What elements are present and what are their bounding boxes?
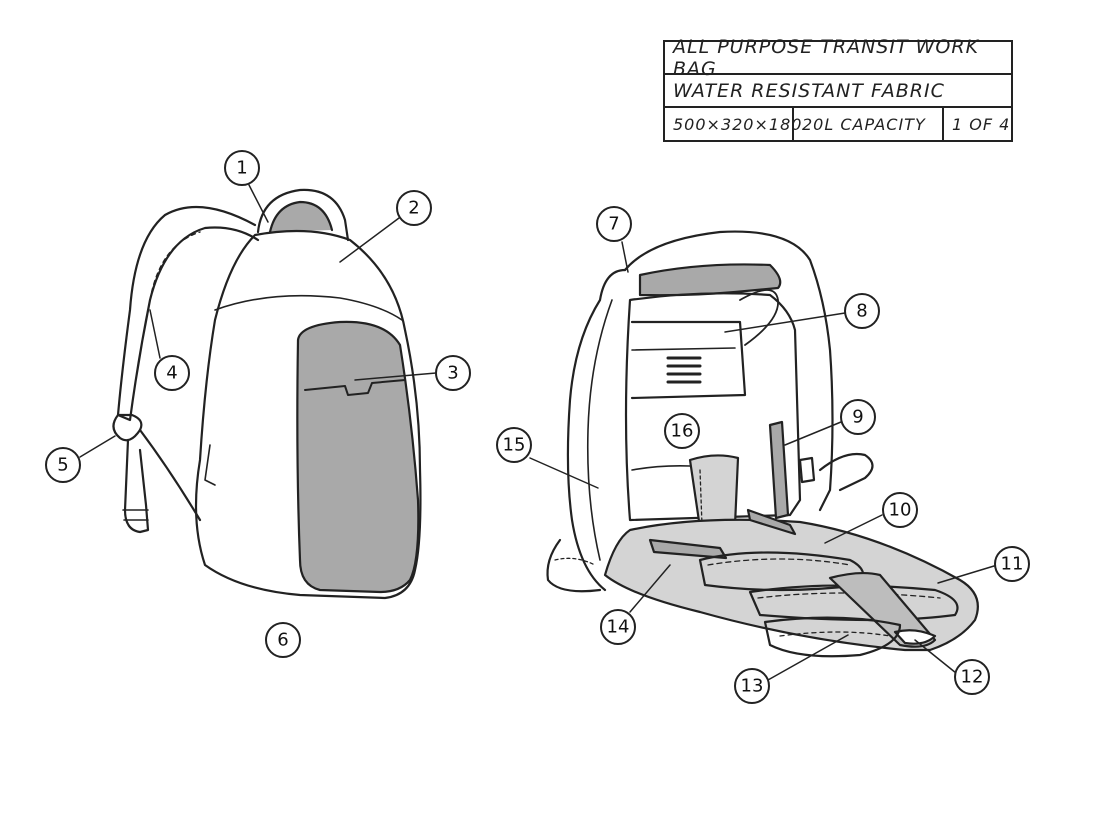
internal-cord [739,289,779,346]
svg-text:5: 5 [57,455,68,476]
callout-6: 6 [265,622,301,658]
pen-pocket [688,454,740,530]
leader-12 [914,639,957,674]
lid-outer [623,230,834,512]
leader-13 [767,634,849,681]
svg-text:15: 15 [503,435,526,456]
lower-strap [138,428,202,522]
callout-5: 5 [45,447,81,483]
leader-15 [529,457,599,489]
svg-text:6: 6 [277,630,288,651]
bottom-pocket [763,616,902,658]
callout-13: 13 [734,668,770,704]
strap-stitching [149,231,201,301]
callout-12: 12 [954,659,990,695]
side-wall-inner [586,299,613,561]
callout-3: 3 [435,355,471,391]
svg-text:8: 8 [856,301,867,322]
strap-webbing [123,438,150,534]
callout-1: 1 [224,150,260,186]
shoulder-strap-right [818,452,874,492]
callout-11: 11 [994,546,1030,582]
open-backpack [546,230,979,658]
leader-8 [724,312,846,333]
side-clip [798,456,816,484]
pocket-zipper [631,347,736,351]
leader-2 [339,217,400,263]
sleeve-stitch [707,558,851,566]
leader-4 [149,309,161,359]
svg-text:16: 16 [671,421,694,442]
callout-4: 4 [154,355,190,391]
inner-cavity [624,292,802,522]
leader-14 [629,564,671,613]
strap-loop [122,509,149,521]
spec-capacity: 20L CAPACITY [794,108,944,141]
callouts: 1 2 3 4 5 6 7 [45,150,1030,704]
title-block: ALL PURPOSE TRANSIT WORK BAG WATER RESIS… [663,36,1013,142]
svg-text:9: 9 [852,407,863,428]
bottom-pocket-stitch [779,631,891,637]
leader-9 [784,421,842,446]
pen-pocket-stitch [699,469,703,526]
title-line-specs: 500×320×180 20L CAPACITY 1 OF 4 [665,108,1011,141]
callout-9: 9 [840,399,876,435]
velcro-strap [828,571,937,648]
title-line-material: WATER RESISTANT FABRIC [665,75,1011,108]
tablet-stitch [757,592,941,599]
mesh-pocket-edge [631,465,691,471]
tablet-sleeve [748,584,959,622]
callout-16: 16 [664,413,700,449]
callout-8: 8 [844,293,880,329]
hidden-zipper [304,379,406,396]
svg-text:1: 1 [236,158,247,179]
spec-sheet-number: 1 OF 4 [952,115,1011,134]
leader-lines [79,184,995,681]
lid-strap-left [648,538,728,560]
pocket-label-patch [666,356,702,384]
leader-3 [354,372,437,381]
svg-text:13: 13 [741,676,764,697]
callout-15: 15 [496,427,532,463]
leader-11 [937,565,995,584]
side-detail [204,444,216,486]
pad-stitch [554,557,596,566]
leader-7 [621,241,629,273]
svg-text:3: 3 [447,363,458,384]
shoulder-strap-outer [116,205,260,422]
closed-backpack [112,188,422,600]
svg-text:12: 12 [961,667,984,688]
leader-1 [248,184,269,223]
callout-14: 14 [600,609,636,645]
callout-10: 10 [882,492,918,528]
side-wall [566,268,627,592]
callout-7: 7 [596,206,632,242]
lid-strap-right [746,508,797,536]
organizer-pocket [630,320,747,400]
svg-text:2: 2 [408,198,419,219]
shoulder-pad-bottom [546,538,602,593]
leader-10 [824,514,883,544]
svg-text:7: 7 [608,214,619,235]
svg-text:11: 11 [1001,554,1024,575]
callout-2: 2 [396,190,432,226]
strap-pull-tab [893,629,937,645]
svg-text:4: 4 [166,363,177,384]
svg-text:14: 14 [607,617,630,638]
spec-dimensions: 500×320×180 [665,108,801,141]
strap-buckle [112,413,143,442]
front-panel [296,320,420,594]
leader-5 [79,435,116,458]
side-elastic-strap [768,420,790,520]
svg-text:10: 10 [889,500,912,521]
top-handle-inner [268,200,334,234]
shell-seam [214,294,403,321]
main-shell [194,229,422,600]
